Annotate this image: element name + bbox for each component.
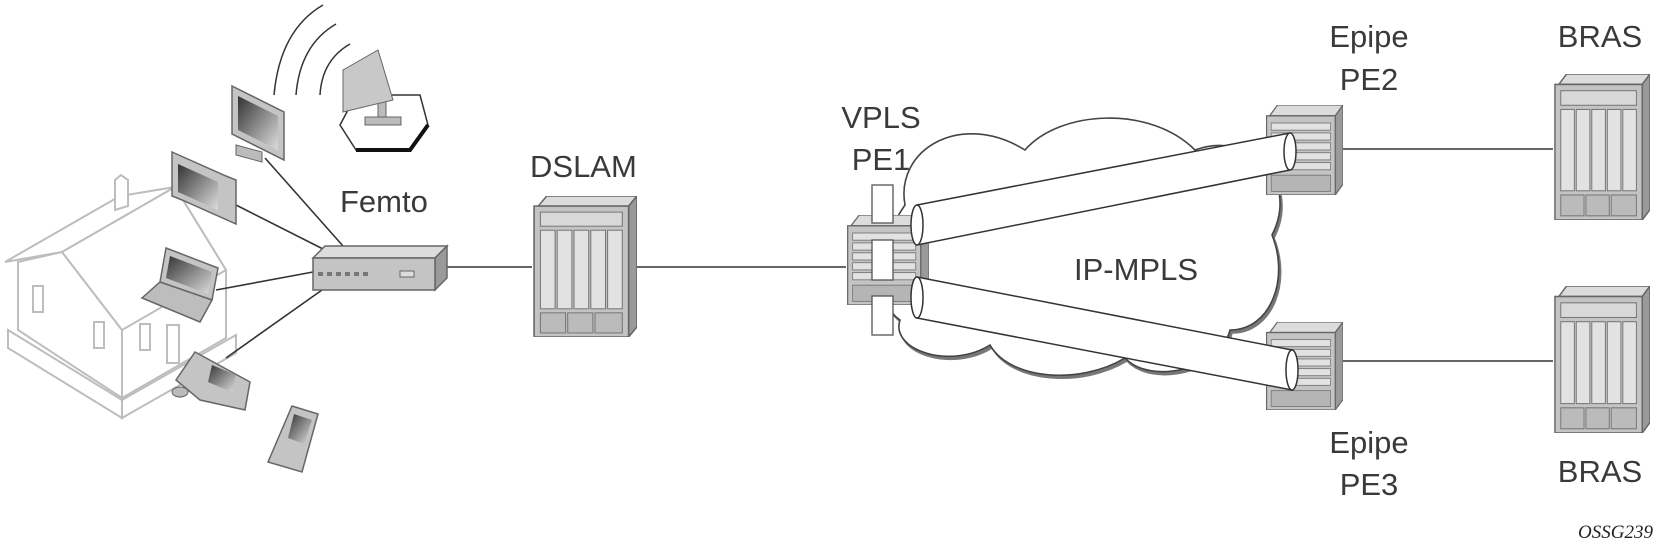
monitor-icon (171, 150, 237, 226)
tunnel-icon (910, 276, 1299, 391)
sap-markers (871, 184, 894, 336)
femto-box-icon[interactable] (311, 244, 449, 292)
pe3-label-line2: PE3 (1340, 467, 1399, 502)
wireless-signal-icon (273, 4, 351, 96)
femto-label: Femto (340, 184, 428, 219)
figure-id: OSSG239 (1578, 522, 1653, 543)
tunnel-icon (910, 132, 1297, 246)
pe2-label-line1: Epipe (1329, 19, 1408, 54)
bras-bottom-label: BRAS (1558, 454, 1642, 489)
monitor-icon (231, 84, 285, 163)
pe1-label-line2: PE1 (852, 142, 911, 177)
access-links (215, 148, 1553, 362)
satellite-dish-icon (339, 49, 430, 152)
dslam-label: DSLAM (530, 149, 637, 184)
dslam-rack-icon[interactable] (533, 196, 637, 337)
ip-mpls-label: IP-MPLS (1074, 252, 1198, 287)
bras-top-rack-icon[interactable] (1554, 74, 1650, 220)
pe2-label-line2: PE2 (1340, 62, 1399, 97)
laptop-icon (140, 246, 219, 323)
bras-bottom-rack-icon[interactable] (1554, 286, 1650, 433)
pe1-label-line1: VPLS (841, 100, 920, 135)
desk-phone-icon (171, 351, 251, 411)
bras-top-label: BRAS (1558, 19, 1642, 54)
pe3-label-line1: Epipe (1329, 425, 1408, 460)
mobile-phone-icon (266, 405, 319, 473)
